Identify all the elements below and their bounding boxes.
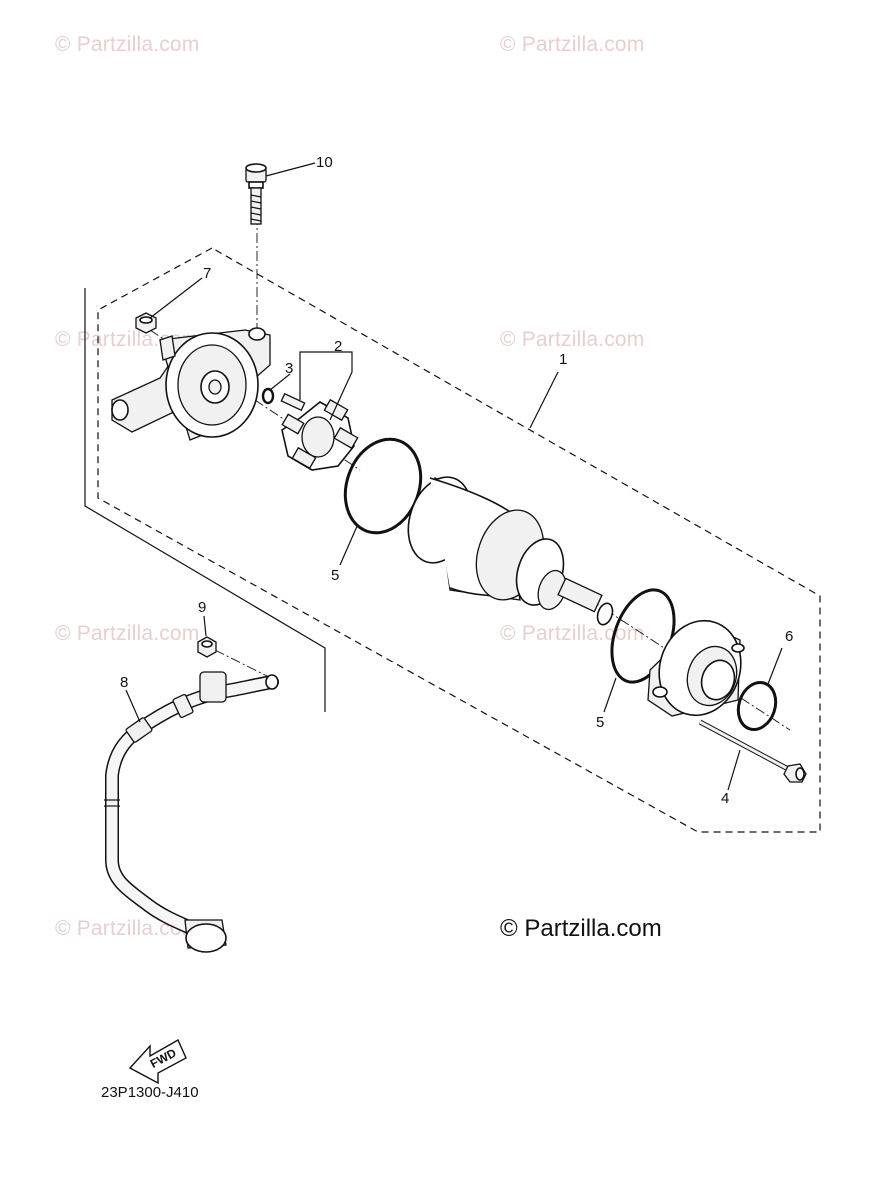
leader-line: [125, 689, 141, 723]
leader-line: [265, 162, 316, 177]
o-ring-part-6: [736, 681, 778, 731]
center-axis: [559, 579, 791, 731]
rear-cover: [647, 619, 745, 717]
long-bolt-part-4: [698, 719, 807, 783]
callout-7: 7: [203, 265, 211, 282]
starter-cable-part-8: [104, 671, 279, 953]
watermark: © Partzilla.com: [55, 33, 200, 56]
motor-yoke: [407, 476, 614, 626]
copyright-notice: © Partzilla.com: [500, 915, 662, 942]
watermark: © Partzilla.com: [55, 917, 200, 940]
assembly-outline: [97, 247, 821, 833]
leader-line: [269, 373, 291, 391]
cable-group-bracket: [84, 288, 326, 712]
nut-axis: [214, 649, 276, 681]
leader-line: [727, 749, 741, 791]
callout-3: 3: [285, 360, 293, 377]
nut-part-9: [197, 636, 217, 658]
o-ring-part-3: [261, 387, 275, 405]
callout-5: 5: [596, 714, 604, 731]
callout-9: 9: [198, 599, 206, 616]
watermark: © Partzilla.com: [500, 622, 645, 645]
nut-part-7: [135, 312, 157, 334]
leader-line: [529, 371, 559, 429]
watermark: © Partzilla.com: [500, 328, 645, 351]
leader-line: [299, 351, 353, 421]
leader-line: [767, 647, 783, 685]
brush-holder-part-2: [280, 392, 359, 471]
diagram-code: 23P1300-J410: [101, 1084, 199, 1101]
watermark: © Partzilla.com: [55, 622, 200, 645]
leader-line: [603, 677, 617, 713]
callout-10: 10: [316, 154, 333, 171]
callout-4: 4: [721, 790, 729, 807]
callout-8: 8: [120, 674, 128, 691]
callout-5: 5: [331, 567, 339, 584]
callout-2: 2: [334, 338, 342, 355]
leader-line: [149, 277, 203, 319]
callout-6: 6: [785, 628, 793, 645]
watermark: © Partzilla.com: [500, 33, 645, 56]
front-housing: [111, 327, 271, 441]
leader-line: [339, 523, 359, 566]
bolt-part-10: [245, 163, 267, 225]
callout-1: 1: [559, 351, 567, 368]
leader-line: [203, 615, 207, 637]
forward-arrow-icon: FWD: [128, 1039, 187, 1085]
